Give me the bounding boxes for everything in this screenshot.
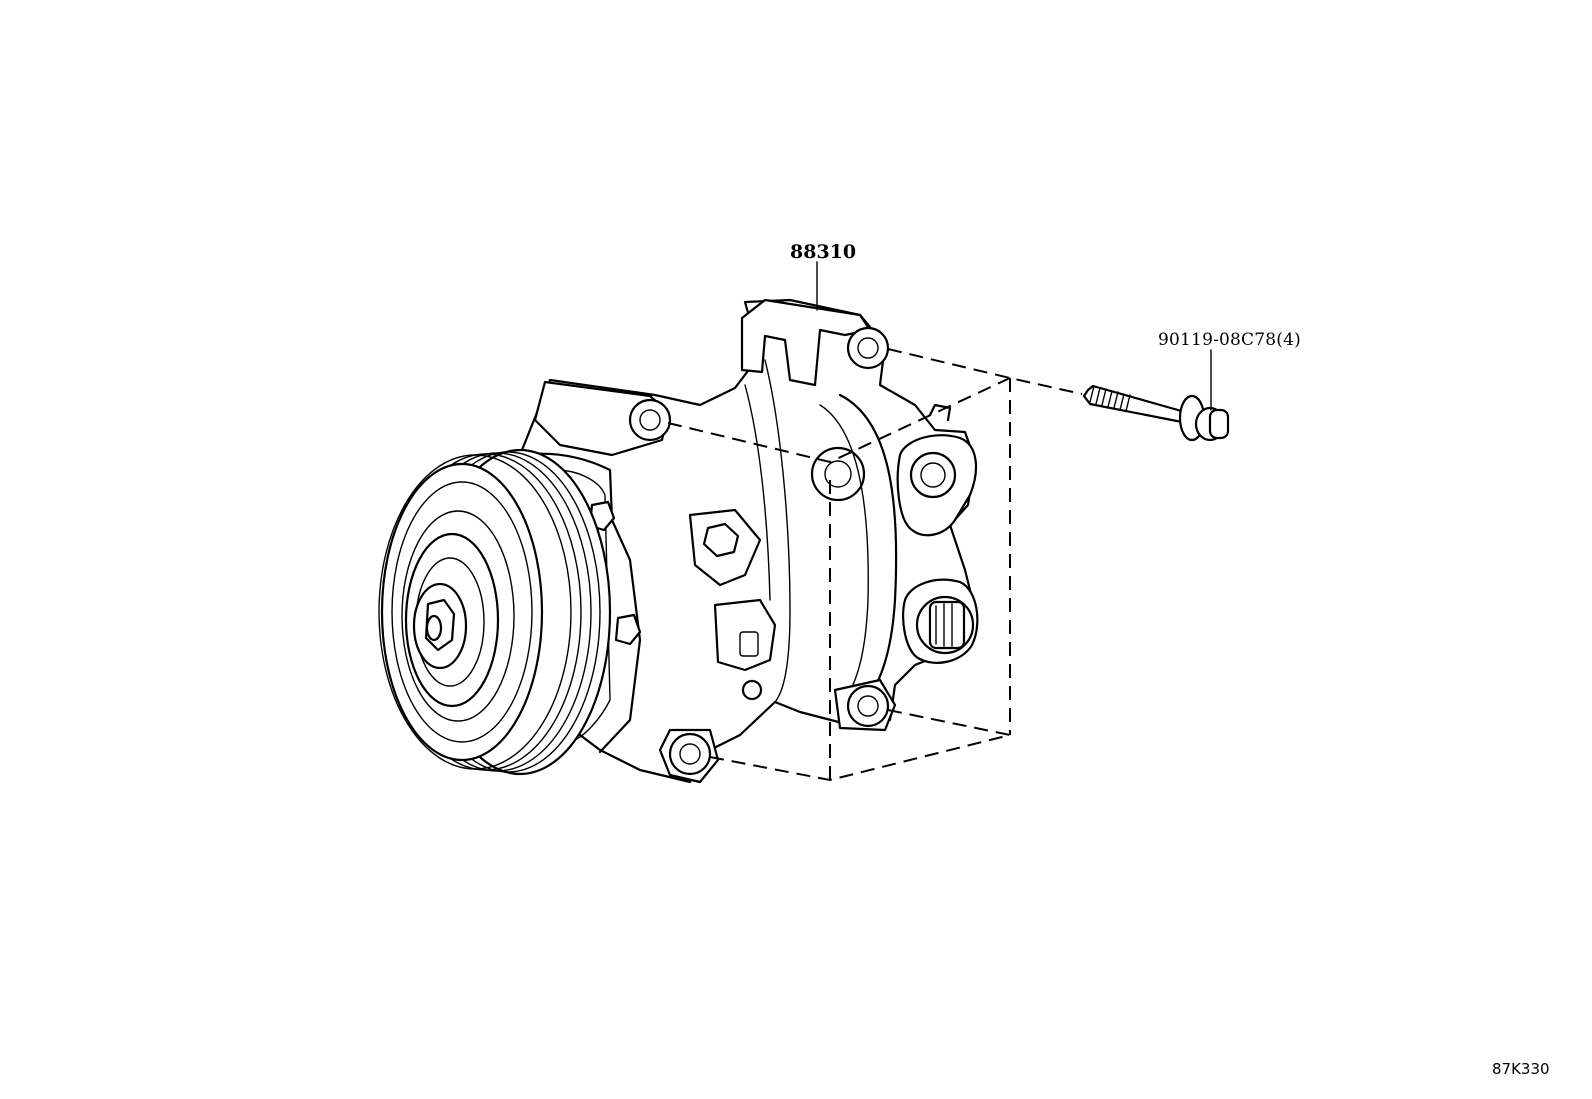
- rear-port-inner: [920, 462, 946, 488]
- upper-left-hole: [639, 409, 661, 431]
- pulley: [378, 448, 612, 776]
- rear-side-inner-band: [819, 404, 869, 701]
- alignment-top: [887, 348, 1083, 395]
- lower-body-block: [713, 598, 777, 672]
- shell-bolt-lower: [614, 613, 642, 646]
- center-seam: [764, 359, 791, 703]
- bolt-thread: [1089, 385, 1131, 412]
- pulley-front-inner-rim: [391, 481, 533, 743]
- lower-rear-boss: [846, 684, 890, 728]
- bolt-head-hex: [1208, 408, 1230, 440]
- compressor-part-number[interactable]: 88310: [790, 241, 856, 263]
- lower-rear-hole: [857, 695, 879, 717]
- rear-port: [909, 451, 957, 499]
- upper-left-ear: [533, 380, 670, 457]
- side-fitting-hex: [702, 522, 740, 558]
- upper-left-boss: [628, 398, 672, 442]
- pulley-groove-2: [378, 454, 572, 770]
- clutch-plate-outer: [401, 510, 515, 722]
- lower-front-boss: [668, 732, 712, 776]
- illustration-code: 87K330: [1492, 1060, 1550, 1078]
- alignment-bottom: [709, 734, 1011, 782]
- rear-sensor-stub: [928, 403, 952, 422]
- center-seam-2: [744, 384, 771, 601]
- alignment-lower-rear: [887, 709, 1011, 736]
- rear-mid-hole: [824, 460, 852, 488]
- bolt-quantity: (4): [1276, 330, 1301, 350]
- bolt-part-number: 90119-08C78: [1158, 330, 1276, 350]
- rear-outlet-nipple: [928, 600, 966, 650]
- top-mount-boss: [846, 326, 890, 370]
- hub-center: [425, 614, 443, 642]
- mounting-alignment-lines: [667, 348, 1083, 782]
- top-mount-bracket: [740, 298, 872, 387]
- rear-mid-boss: [810, 446, 866, 502]
- shell-bolt-bottom: [741, 679, 763, 701]
- lower-body-slot: [739, 631, 759, 657]
- rear-side-band: [838, 393, 898, 707]
- ac-compressor-illustration[interactable]: [378, 298, 979, 784]
- mounting-bolt-illustration[interactable]: [1082, 384, 1230, 442]
- alignment-upper-left: [667, 377, 1011, 464]
- top-mount-hole: [857, 337, 879, 359]
- lower-front-hole: [679, 743, 701, 765]
- bolt-part-callout[interactable]: 90119-08C78(4): [1158, 330, 1301, 350]
